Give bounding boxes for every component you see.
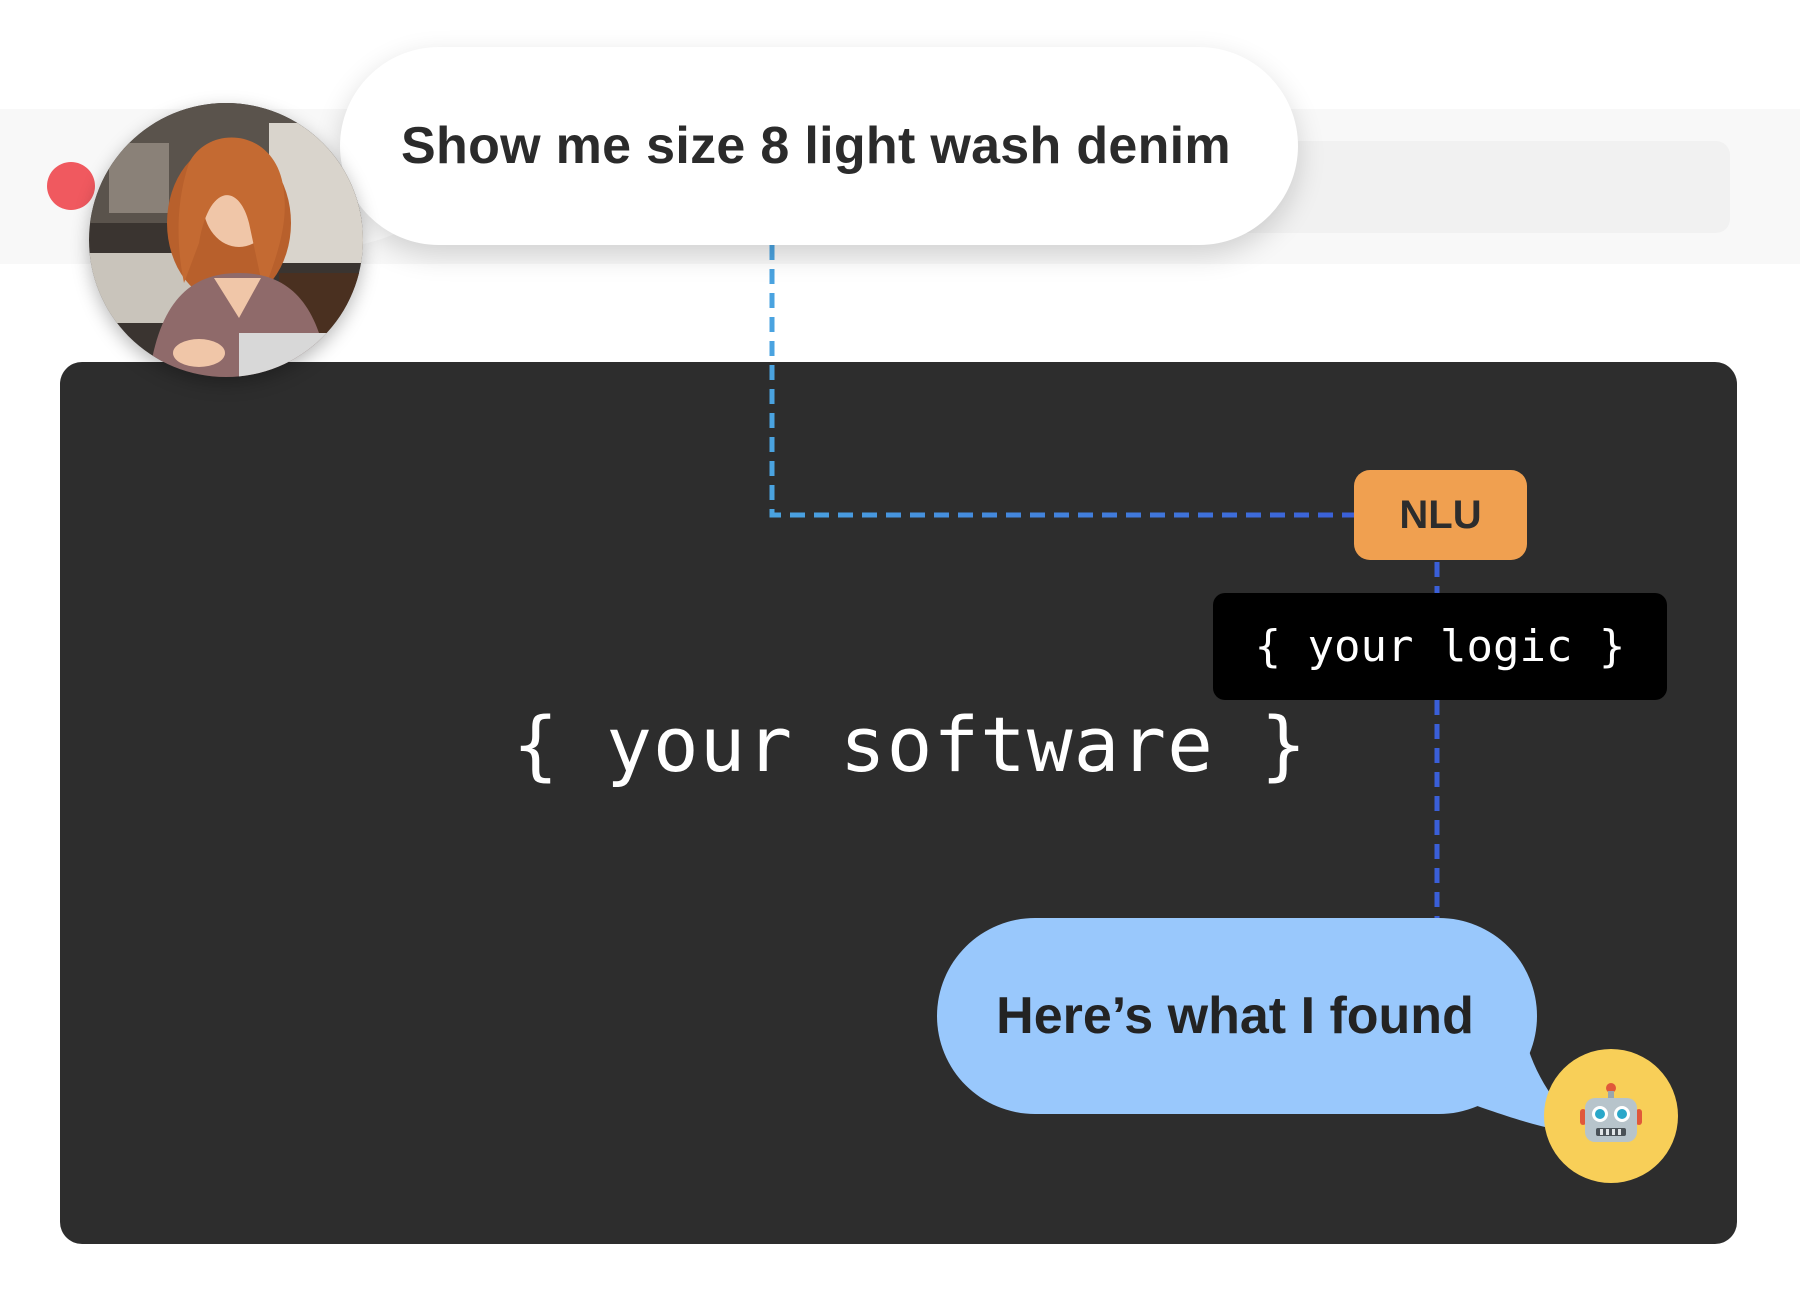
bot-message-text: Here’s what I found (996, 987, 1474, 1045)
logic-box: { your logic } (1213, 593, 1667, 700)
robot-icon (1580, 1083, 1642, 1142)
person-photo-avatar (89, 103, 363, 377)
user-message-text: Show me size 8 light wash denim (401, 117, 1231, 175)
bot-message-bubble: Here’s what I found (937, 918, 1537, 1114)
bot-avatar (1544, 1049, 1678, 1183)
user-avatar (89, 103, 363, 377)
address-field[interactable] (1215, 141, 1730, 233)
software-label: { your software } (512, 700, 1308, 789)
record-dot (47, 162, 95, 210)
user-message-bubble: Show me size 8 light wash denim (340, 47, 1298, 245)
nlu-badge: NLU (1354, 470, 1527, 560)
